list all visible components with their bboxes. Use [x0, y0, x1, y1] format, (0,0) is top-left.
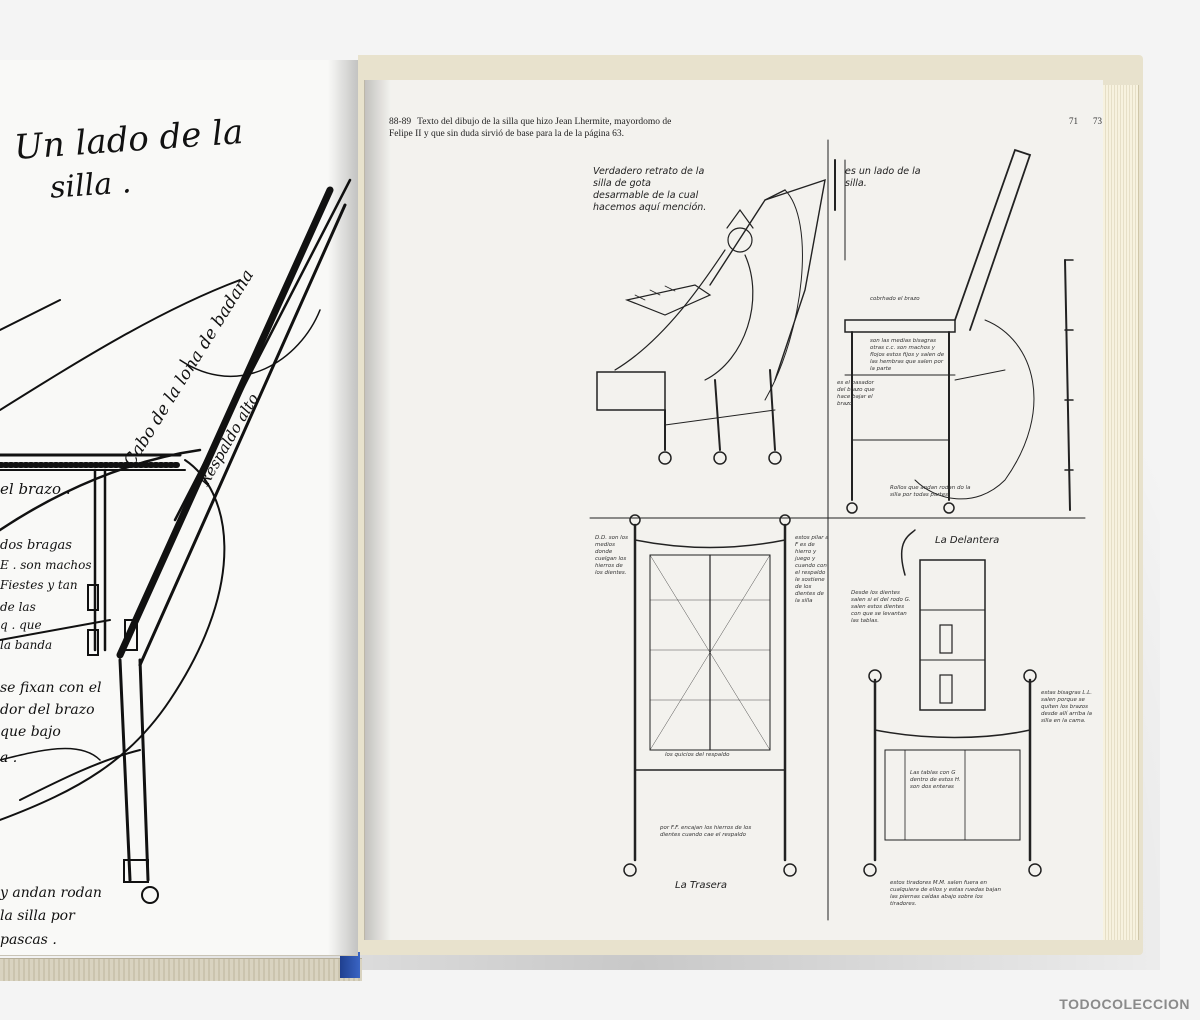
tiny-note-delantera: Desde los dientes salen si el del rodo G…: [851, 590, 911, 624]
book-cover-left-edge: [0, 958, 362, 981]
left-heading-line2: silla .: [48, 165, 133, 206]
figure-seated-chair: [596, 178, 826, 465]
page-number: 71: [1069, 116, 1078, 126]
left-text-line-f: la banda: [0, 638, 53, 652]
left-text-line-k: y andan rodan: [0, 885, 102, 901]
tiny-note-pilar: estos pilar a F es de hierro y juego y c…: [795, 535, 829, 604]
tiny-note-pasador: es el pasador del brazo que hace bajar e…: [837, 380, 875, 407]
tiny-note-tiradores: estos tiradores M.M. salen fuera en cual…: [890, 880, 1001, 907]
right-page-technical-drawings: [589, 139, 1086, 921]
left-text-brazo: el brazo .: [0, 480, 71, 498]
left-text-line-l: la silla por: [0, 908, 75, 924]
tiny-note-bisagras: son las medias bisagras otras c.c. son m…: [870, 338, 945, 372]
caption-number: 88-89: [389, 117, 412, 127]
figure-chair-rear-view: [623, 514, 797, 877]
note-portrait: Verdadero retrato de la silla de gota de…: [593, 166, 707, 213]
tiny-note-ff: por F.F. encajan los hierros de los dien…: [660, 825, 752, 838]
left-text-line-c: Fiestes y tan: [0, 578, 78, 592]
left-text-line-d: de las: [0, 600, 36, 614]
tiny-note-dd: D.D. son los medios donde cuelgan los hi…: [595, 535, 628, 576]
bookmark-ribbon: [340, 952, 360, 978]
right-gutter-shadow: [365, 80, 391, 940]
caption-text: Texto del dibujo de la silla que hizo Je…: [389, 117, 672, 139]
figure-chair-front-view: [863, 529, 1042, 877]
tiny-note-tablas: Las tablas con G dentro de estos H. son …: [910, 770, 961, 790]
tiny-note-cobrhado: cobrhado el brazo: [870, 296, 920, 302]
left-text-line-b: E . son machos: [0, 558, 92, 572]
left-text-line-e: q . que: [0, 618, 42, 632]
watermark-logo: TODOCOLECCION: [1059, 996, 1190, 1012]
tiny-note-quicios: los quicios del respaldo: [665, 752, 730, 758]
left-text-line-a: dos bragas: [0, 538, 72, 553]
left-text-line-i: que bajo: [0, 724, 61, 740]
figure-chair-side-view: [834, 148, 1074, 514]
left-page: Un lado de la silla . Cabo de la lona de…: [0, 60, 358, 956]
left-text-line-g: se fixan con el: [0, 680, 102, 696]
left-text-line-h: dor del brazo: [0, 702, 95, 718]
left-text-line-m: pascas .: [0, 932, 57, 948]
left-gutter-shadow: [328, 60, 358, 955]
page-stack-edge: [1100, 85, 1139, 940]
tiny-note-ruedas: Rollos que andan rodan do la silla por t…: [890, 485, 971, 498]
left-text-line-j: a .: [0, 750, 18, 766]
page-number-next: 73: [1093, 116, 1102, 126]
label-la-delantera: La Delantera: [935, 535, 1000, 546]
label-la-trasera: La Trasera: [675, 880, 728, 891]
tiny-note-bisagras-der: estas bisagras L.L. salen porque se quit…: [1041, 690, 1093, 724]
left-page-chair-drawing: [0, 178, 352, 904]
note-side: es un lado de la silla.: [845, 166, 921, 189]
